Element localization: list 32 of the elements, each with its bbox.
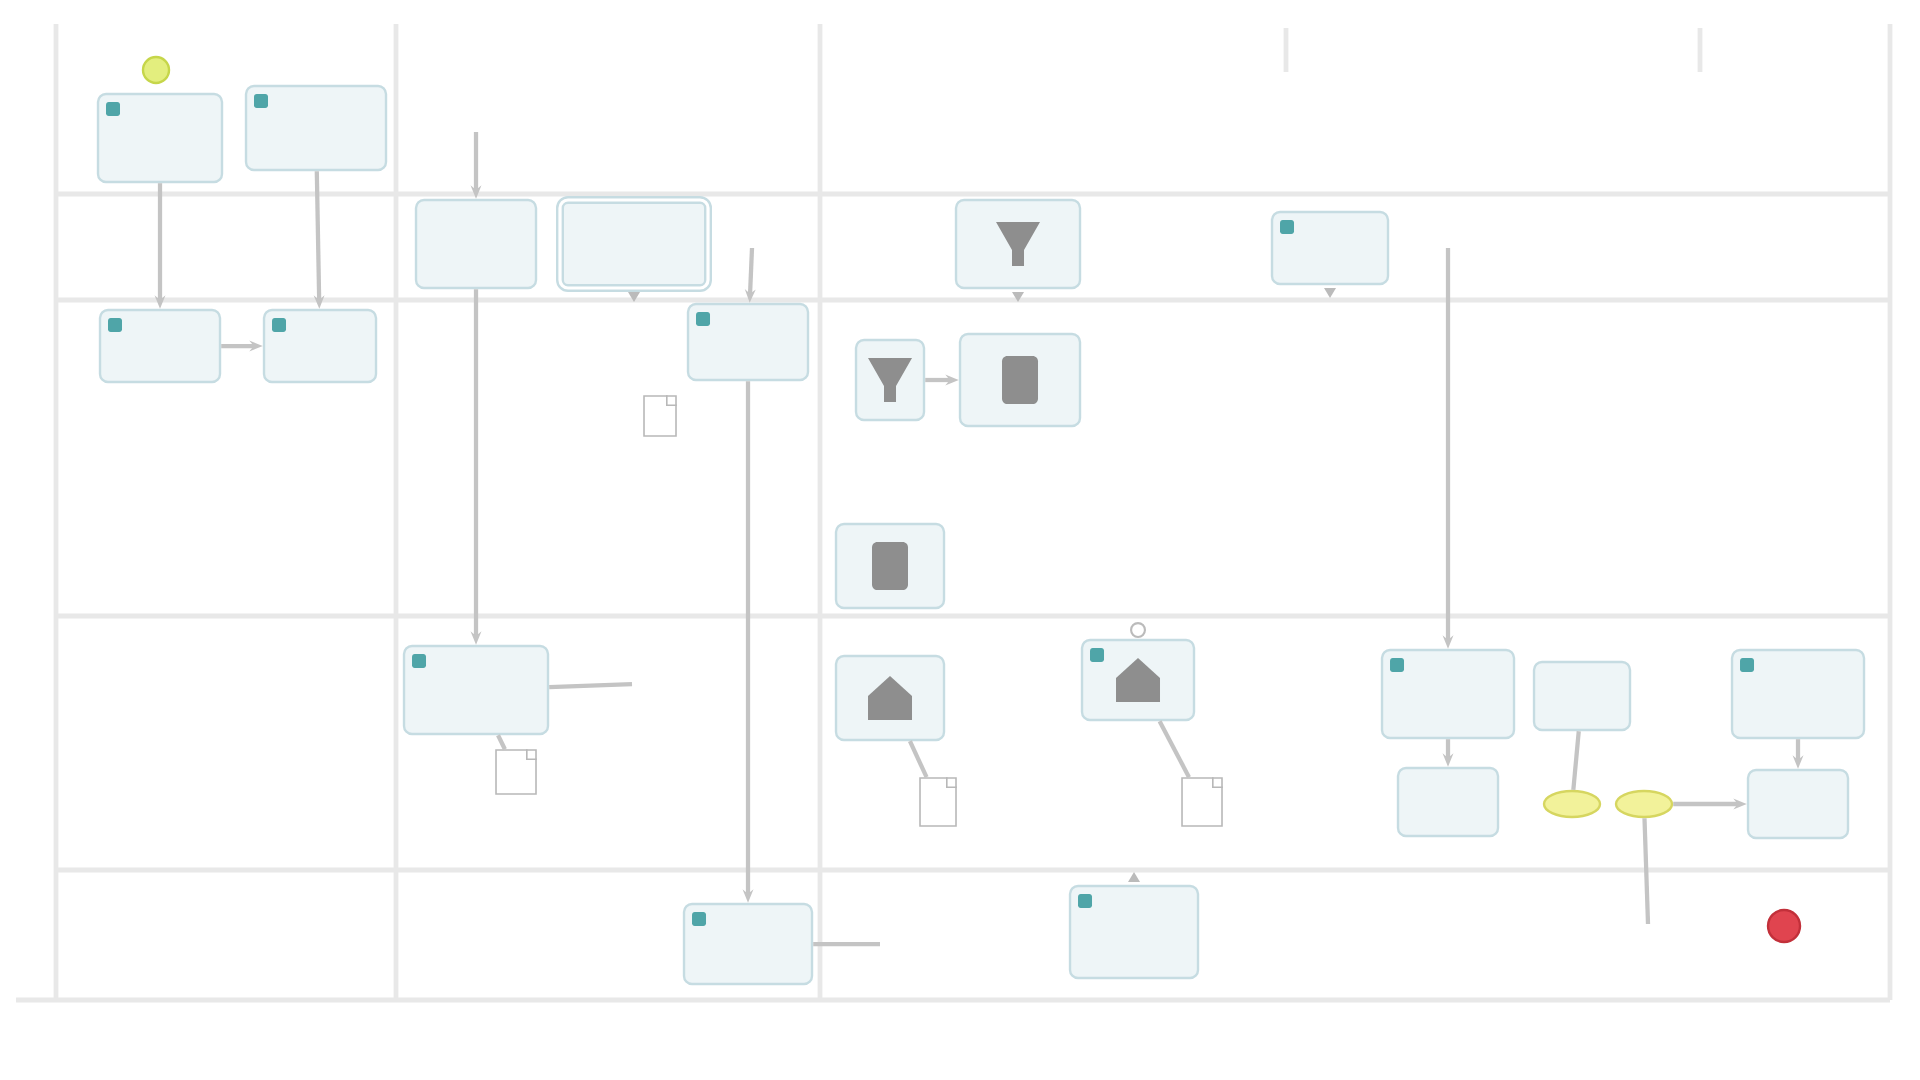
task-box bbox=[1532, 660, 1632, 732]
task-box bbox=[98, 308, 222, 384]
task-box bbox=[402, 644, 550, 736]
task-box bbox=[1068, 884, 1200, 980]
task-box bbox=[954, 198, 1082, 290]
connector-line bbox=[496, 734, 507, 751]
task-box bbox=[1380, 648, 1516, 740]
task-box bbox=[96, 92, 224, 184]
connector-line bbox=[549, 681, 633, 690]
task-box bbox=[686, 302, 810, 382]
event-oval bbox=[1542, 789, 1602, 819]
task-box bbox=[414, 198, 538, 290]
connector-line bbox=[908, 740, 929, 779]
task-box bbox=[244, 84, 388, 172]
task-box bbox=[1730, 648, 1866, 740]
task-box bbox=[1746, 768, 1850, 840]
task-box bbox=[1396, 766, 1500, 838]
task-box bbox=[682, 902, 814, 986]
start-event-circle bbox=[141, 55, 171, 85]
connector-line bbox=[1642, 818, 1651, 925]
task-box bbox=[1270, 210, 1390, 286]
end-event-circle bbox=[1766, 908, 1802, 944]
event-oval bbox=[1614, 789, 1674, 819]
document-icon bbox=[919, 776, 958, 827]
connector-line bbox=[1157, 720, 1191, 779]
task-box bbox=[556, 196, 712, 292]
connector-line bbox=[813, 941, 880, 947]
document-icon bbox=[1181, 776, 1224, 827]
connector-line bbox=[1571, 731, 1581, 791]
document-icon bbox=[643, 394, 678, 437]
document-icon bbox=[495, 748, 538, 795]
task-box bbox=[262, 308, 378, 384]
